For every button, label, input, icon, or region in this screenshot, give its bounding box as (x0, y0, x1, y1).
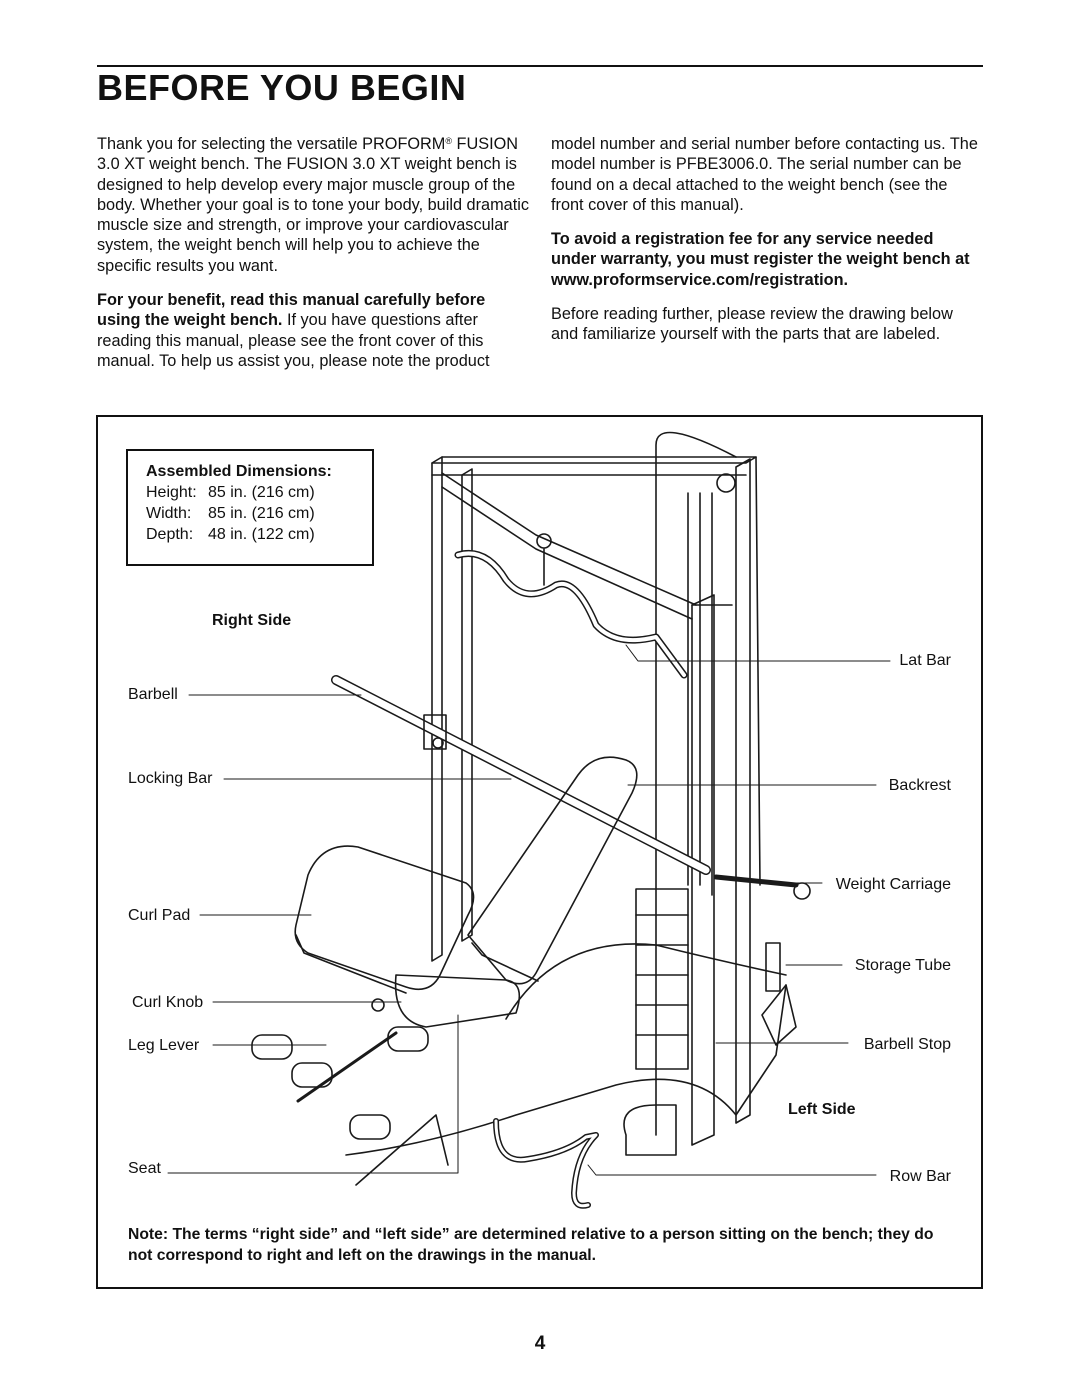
label-locking-bar: Locking Bar (128, 770, 213, 787)
dimension-row: Depth:48 in. (122 cm) (146, 526, 315, 543)
dimension-row: Width:85 in. (216 cm) (146, 505, 315, 522)
intro-left-column: Thank you for selecting the versatile PR… (97, 134, 529, 385)
label-lat-bar: Lat Bar (899, 652, 951, 669)
label-curl-knob: Curl Knob (132, 994, 204, 1011)
weight-bench-drawing (167, 431, 891, 1209)
intro-paragraph-3: model number and serial number before co… (551, 135, 978, 214)
label-barbell-stop: Barbell Stop (863, 1036, 951, 1053)
dimension-row: Height:85 in. (216 cm) (146, 484, 315, 501)
page-title: BEFORE YOU BEGIN (97, 67, 467, 108)
leader-seat (167, 1014, 459, 1174)
header-rule (97, 65, 983, 67)
side-orientation-note: Note: The terms “right side” and “left s… (128, 1226, 934, 1264)
right-side-heading: Right Side (212, 612, 292, 629)
label-storage-tube: Storage Tube (854, 957, 951, 974)
label-curl-pad: Curl Pad (128, 907, 191, 924)
intro-right-column: model number and serial number before co… (551, 134, 983, 359)
page-number: 4 (534, 1333, 546, 1354)
label-seat: Seat (128, 1160, 161, 1177)
label-weight-carriage: Weight Carriage (835, 876, 951, 893)
registered-mark: ® (445, 136, 453, 146)
label-row-bar: Row Bar (889, 1168, 951, 1185)
label-leg-lever: Leg Lever (128, 1037, 200, 1054)
backrest-shape (467, 756, 638, 985)
tower-left-post (431, 456, 443, 962)
dimensions-heading: Assembled Dimensions: (146, 463, 332, 480)
curl-knob-icon (371, 998, 385, 1012)
leader-lat-bar (625, 644, 891, 662)
left-side-heading: Left Side (788, 1101, 856, 1118)
intro-paragraph-2: For your benefit, read this manual caref… (97, 291, 490, 370)
label-barbell: Barbell (128, 686, 178, 703)
leader-row-bar (587, 1164, 877, 1176)
curl-pad-shape (294, 845, 475, 991)
diagram-frame (96, 415, 983, 1289)
pulley-icon (536, 533, 552, 549)
lat-bar-shape (454, 550, 688, 679)
registration-notice: To avoid a registration fee for any serv… (551, 230, 970, 289)
intro-paragraph-1: Thank you for selecting the versatile PR… (97, 135, 529, 275)
row-bar-shape (493, 1118, 599, 1209)
tower-right-post (735, 458, 751, 1124)
assembled-dimensions-box: Assembled Dimensions: Height:85 in. (216… (126, 449, 374, 566)
seat-shape (394, 974, 521, 1028)
intro-paragraph-5: Before reading further, please review th… (551, 305, 953, 344)
label-backrest: Backrest (888, 777, 951, 794)
